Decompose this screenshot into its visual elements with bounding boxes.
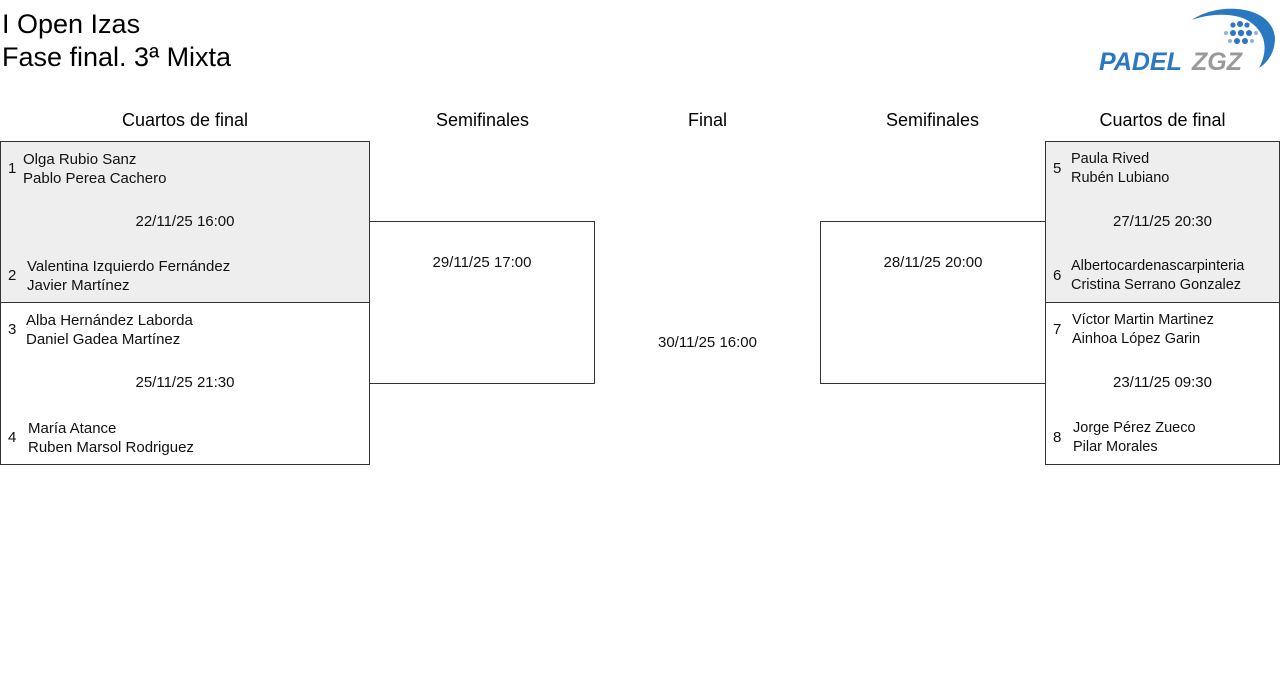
match-date: 25/11/25 21:30	[135, 374, 235, 391]
team-seed: 6	[1053, 267, 1062, 284]
team-players: Albertocardenascarpinteria Cristina Serr…	[1071, 257, 1244, 295]
player-name: Ruben Marsol Rodriguez	[28, 439, 194, 456]
team-seed: 5	[1053, 160, 1062, 177]
player-name: Albertocardenascarpinteria	[1071, 258, 1245, 274]
player-name: Rubén Lubiano	[1071, 170, 1170, 186]
team-seed: 3	[8, 321, 17, 338]
team-players: Olga Rubio Sanz Pablo Perea Cachero	[23, 150, 166, 188]
match-date: 23/11/25 09:30	[1113, 374, 1212, 391]
player-name: María Atance	[28, 420, 117, 437]
round-header-semifinals-left: Semifinales	[435, 110, 530, 130]
tournament-title: I Open Izas	[2, 9, 141, 39]
svg-text:PADEL: PADEL	[1099, 48, 1182, 74]
player-name: Olga Rubio Sanz	[23, 151, 137, 168]
team-players: Valentina Izquierdo Fernández Javier Mar…	[27, 257, 230, 295]
team-players: Alba Hernández Laborda Daniel Gadea Mart…	[26, 311, 193, 349]
team-seed: 7	[1053, 321, 1062, 338]
round-header-quarterfinals-right: Cuartos de final	[1099, 110, 1226, 130]
match-date: 22/11/25 16:00	[135, 213, 235, 230]
player-name: Víctor Martin Martinez	[1072, 312, 1214, 328]
team-seed: 2	[8, 267, 17, 284]
player-name: Cristina Serrano Gonzalez	[1071, 277, 1242, 293]
quarterfinal-match-4[interactable]: 7 Víctor Martin Martinez Ainhoa López Ga…	[1045, 302, 1280, 465]
team-players: María Atance Ruben Marsol Rodriguez	[28, 419, 194, 457]
player-name: Pilar Morales	[1073, 439, 1158, 455]
player-name: Alba Hernández Laborda	[26, 312, 193, 329]
match-date: 28/11/25 20:00	[883, 254, 983, 271]
padelzgz-logo: PADEL ZGZ	[1099, 8, 1275, 74]
quarterfinal-match-1[interactable]: 1 Olga Rubio Sanz Pablo Perea Cachero 22…	[0, 141, 370, 303]
team-seed: 4	[8, 429, 17, 446]
team-players: Víctor Martin Martinez Ainhoa López Gari…	[1072, 311, 1214, 349]
match-date: 27/11/25 20:30	[1113, 213, 1212, 230]
round-header-semifinals-right: Semifinales	[885, 110, 980, 130]
player-name: Ainhoa López Garin	[1072, 331, 1201, 347]
team-players: Jorge Pérez Zueco Pilar Morales	[1073, 419, 1196, 457]
player-name: Daniel Gadea Martínez	[26, 331, 181, 348]
svg-text:ZGZ: ZGZ	[1191, 48, 1244, 74]
quarterfinal-match-2[interactable]: 3 Alba Hernández Laborda Daniel Gadea Ma…	[0, 302, 370, 465]
semifinal-match-right[interactable]: 28/11/25 20:00	[820, 221, 1045, 384]
player-name: Jorge Pérez Zueco	[1073, 420, 1196, 436]
semifinal-match-left[interactable]: 29/11/25 17:00	[370, 221, 595, 384]
quarterfinal-match-3[interactable]: 5 Paula Rived Rubén Lubiano 27/11/25 20:…	[1045, 141, 1280, 303]
final-match-date[interactable]: 30/11/25 16:00	[658, 334, 757, 351]
round-header-final: Final	[687, 110, 727, 130]
team-seed: 1	[8, 160, 17, 177]
match-date: 29/11/25 17:00	[432, 254, 532, 271]
player-name: Pablo Perea Cachero	[23, 170, 167, 187]
round-header-quarterfinals-left: Cuartos de final	[121, 110, 249, 130]
player-name: Valentina Izquierdo Fernández	[27, 258, 231, 275]
player-name: Javier Martínez	[27, 277, 130, 294]
team-players: Paula Rived Rubén Lubiano	[1071, 150, 1169, 188]
phase-title: Fase final. 3ª Mixta	[2, 42, 232, 72]
team-seed: 8	[1053, 429, 1062, 446]
player-name: Paula Rived	[1071, 151, 1150, 167]
